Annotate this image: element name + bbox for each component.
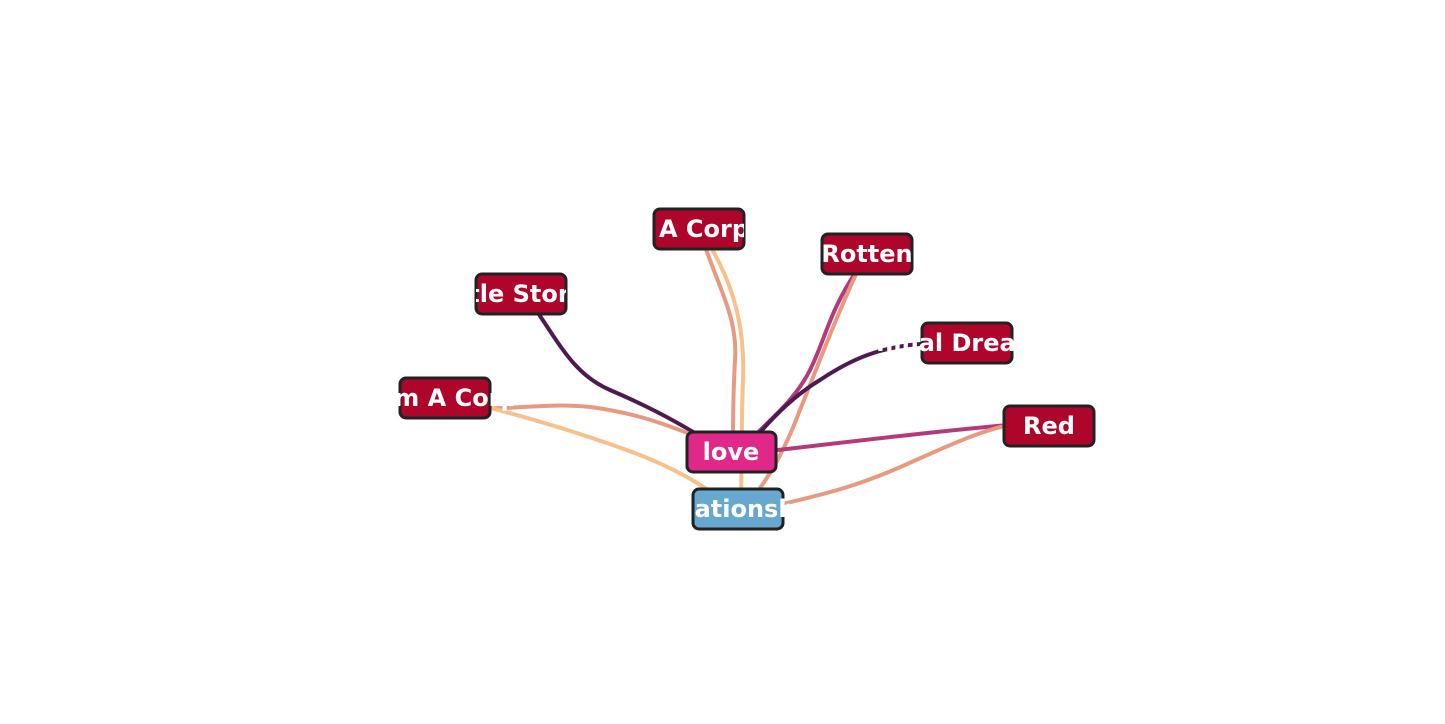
node-label: Rotten [821, 240, 912, 268]
node-song-5[interactable]: m A Corp [394, 376, 518, 420]
nodes-layer: A Corp Rotten tle Stor ninal Drea m A Co… [394, 207, 1096, 531]
node-label: tle Stor [468, 280, 570, 308]
node-label: ationsh [695, 495, 796, 523]
edge-song-3-love [536, 311, 702, 438]
node-relationship[interactable]: ationsh [691, 487, 796, 531]
node-song-3[interactable]: tle Stor [468, 272, 570, 316]
edge-song-2-love [748, 270, 858, 442]
node-song-2[interactable]: Rotten [820, 232, 914, 276]
node-label: Red [1023, 412, 1075, 440]
edge-song-5-relationship [458, 398, 717, 497]
node-song-4[interactable]: ninal Drea [876, 321, 1016, 365]
node-label: love [703, 438, 760, 466]
edge-song-1-love [704, 247, 738, 442]
node-label: ninal Drea [876, 329, 1015, 357]
node-label: A Corp [659, 215, 749, 243]
node-label: m A Corp [394, 384, 517, 412]
node-song-6[interactable]: Red [1002, 404, 1096, 448]
node-love[interactable]: love [685, 430, 778, 474]
edge-song-6-love [776, 421, 1032, 452]
edges-layer [448, 247, 1032, 507]
edge-song-4-love [753, 341, 937, 440]
node-song-1[interactable]: A Corp [652, 207, 749, 251]
edge-song-6-relationship [776, 420, 1032, 507]
